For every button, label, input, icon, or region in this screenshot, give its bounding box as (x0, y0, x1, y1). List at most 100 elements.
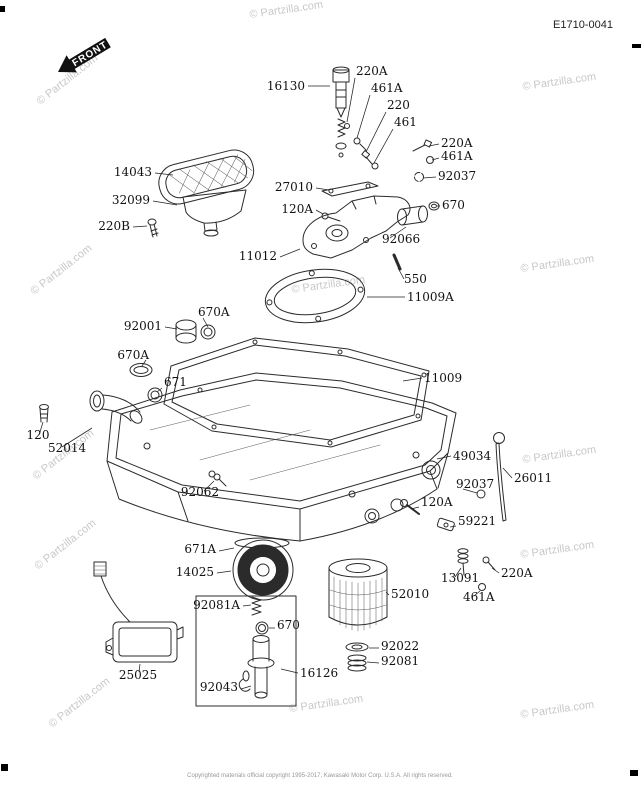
leader-line (462, 488, 478, 494)
leader-line (410, 506, 420, 510)
part-label-92022: 92022 (381, 639, 419, 653)
part-label-11009: 11009 (424, 371, 462, 385)
spring-13091-drawing (457, 548, 469, 576)
leader-line (473, 590, 481, 597)
watermark: © Partzilla.com (522, 71, 597, 93)
part-label-13091: 13091 (441, 571, 479, 585)
connector-25025-lead-drawing (93, 561, 131, 623)
leader-line (356, 94, 371, 139)
part-label-461A: 461A (371, 81, 403, 95)
leader-line (422, 176, 437, 179)
leader-line (152, 200, 178, 206)
part-label-11012: 11012 (239, 249, 277, 263)
oring-92037-2-drawing (476, 489, 486, 499)
washer-92022-drawing (345, 642, 369, 652)
clip-92043-drawing (238, 678, 251, 692)
front-arrow-shape (58, 37, 111, 73)
watermark: © Partzilla.com (28, 242, 94, 297)
part-label-25025: 25025 (119, 668, 157, 682)
screen-14025-drawing (232, 539, 294, 601)
watermark: © Partzilla.com (46, 675, 112, 730)
leader-line (218, 547, 235, 552)
oil-filter-drawing (328, 558, 388, 632)
leader-line (502, 467, 513, 479)
part-label-670A: 670A (198, 305, 230, 319)
pipe-52014-drawing (89, 390, 143, 424)
valve-fasteners-drawing (344, 123, 379, 170)
part-label-92043: 92043 (200, 680, 238, 694)
part-label-461A: 461A (463, 590, 495, 604)
leader-line (39, 421, 44, 433)
leader-line (389, 226, 407, 239)
breather-cover-drawing (158, 149, 255, 205)
washer-461A-3-drawing (478, 583, 486, 591)
part-label-670A: 670A (117, 348, 149, 362)
watermark: © Partzilla.com (249, 0, 324, 21)
part-label-120: 120 (27, 428, 50, 442)
leader-line (454, 567, 462, 578)
part-label-59221: 59221 (458, 514, 496, 528)
part-label-550: 550 (404, 272, 427, 286)
leader-line (431, 157, 440, 161)
part-label-92066: 92066 (382, 232, 420, 246)
leader-line (141, 359, 147, 367)
part-label-92081A: 92081A (193, 598, 240, 612)
part-label-220A: 220A (501, 566, 533, 580)
leader-line (315, 209, 324, 215)
valve-16130-drawing (332, 66, 350, 158)
part-label-671: 671 (164, 375, 187, 389)
part-label-16126: 16126 (300, 666, 338, 680)
leader-line (216, 570, 232, 574)
part-label-671A: 671A (184, 542, 216, 556)
part-label-670: 670 (277, 618, 300, 632)
dipstick-26011-drawing (493, 432, 507, 522)
screw-220B-drawing (147, 218, 159, 238)
leader-line (154, 172, 174, 176)
joint-59221-drawing (436, 517, 455, 532)
leader-line (156, 387, 163, 393)
diagram-drawing (39, 66, 507, 707)
oil-pan-drawing (106, 372, 457, 542)
watermark: © Partzilla.com (32, 517, 98, 572)
leader-line (315, 187, 330, 191)
bracket-25025-drawing (105, 621, 184, 663)
watermark-layer: © Partzilla.com © Partzilla.com © Partzill… (28, 0, 596, 730)
part-label-92081: 92081 (381, 654, 419, 668)
leader-line (279, 248, 301, 258)
oring-670A-1-drawing (200, 324, 216, 340)
leader-line (449, 525, 457, 528)
part-label-461: 461 (394, 115, 417, 129)
leader-line (164, 326, 178, 330)
tube-92066-drawing (397, 205, 428, 226)
screw-220A-3-drawing (482, 556, 496, 571)
part-label-52014: 52014 (48, 441, 87, 455)
leader-line (397, 267, 405, 280)
pin-550-drawing (392, 253, 402, 271)
part-label-92037: 92037 (456, 477, 494, 491)
duct-32099-drawing (182, 189, 247, 237)
leader-line (132, 225, 148, 228)
part-label-670: 670 (442, 198, 465, 212)
leader-line (365, 111, 387, 153)
part-label-16130: 16130 (267, 79, 305, 93)
part-label-220A: 220A (356, 64, 388, 78)
watermark: © Partzilla.com (520, 539, 595, 561)
footer-copyright: Copyrighted materials official copyright… (187, 773, 453, 779)
bolt-120-drawing (39, 404, 49, 423)
part-label-27010: 27010 (275, 180, 313, 194)
part-label-220: 220 (387, 98, 410, 112)
leader-line (491, 567, 500, 574)
part-label-461A: 461A (441, 149, 473, 163)
part-label-14043: 14043 (114, 165, 152, 179)
watermark: © Partzilla.com (520, 253, 595, 275)
breather-body-drawing (302, 195, 411, 259)
part-label-52010: 52010 (391, 587, 429, 601)
part-label-14025: 14025 (176, 565, 214, 579)
watermark: © Partzilla.com (522, 444, 597, 466)
leader-line (436, 455, 452, 460)
part-label-32099: 32099 (112, 193, 150, 207)
part-label-220A: 220A (441, 136, 473, 150)
part-label-120A: 120A (281, 202, 313, 216)
